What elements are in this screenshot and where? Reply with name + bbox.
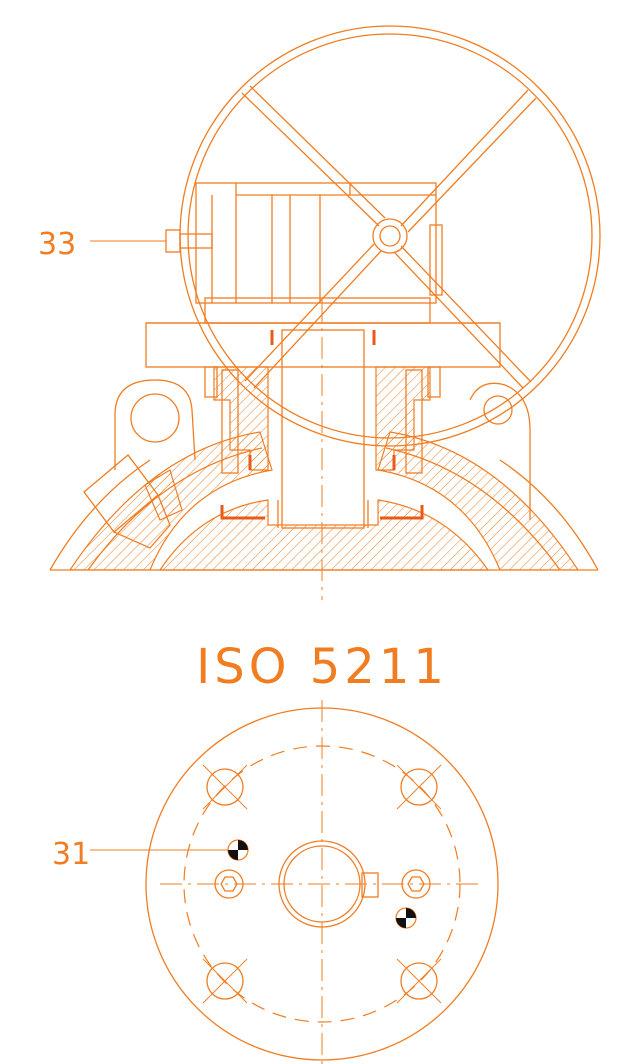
- hex-screw: [401, 869, 431, 899]
- handwheel[interactable]: [179, 25, 601, 447]
- gearbox-body: [195, 182, 443, 324]
- callout-33: 33: [38, 227, 166, 262]
- handwheel-spokes: [241, 85, 537, 389]
- right-mounting-lug: [469, 382, 531, 520]
- part-label-31: 31: [52, 837, 90, 872]
- bolt-hole: [396, 764, 442, 810]
- part-label-33: 33: [38, 227, 76, 262]
- standard-label: ISO 5211: [196, 639, 448, 695]
- valve-stem: [277, 329, 369, 529]
- bolt-hole: [396, 958, 442, 1004]
- bolt-hole: [202, 958, 248, 1004]
- stem-bore: [278, 840, 379, 928]
- callout-31: 31: [52, 837, 228, 872]
- side-view: 33: [38, 25, 601, 600]
- valve-body-housing: [49, 431, 599, 571]
- seal-rings: [220, 330, 424, 520]
- hex-screw: [214, 869, 244, 899]
- handwheel-hub: [372, 218, 408, 254]
- left-mounting-lug: [114, 379, 196, 470]
- bolt-hole: [202, 764, 248, 810]
- centre-mark-symbol: [227, 839, 249, 861]
- flange-plan-view: 31: [52, 700, 499, 1064]
- stem-bushings: [204, 366, 441, 474]
- centre-mark-symbol: [395, 907, 417, 929]
- keyway: [361, 872, 379, 898]
- side-actuator: [83, 454, 183, 549]
